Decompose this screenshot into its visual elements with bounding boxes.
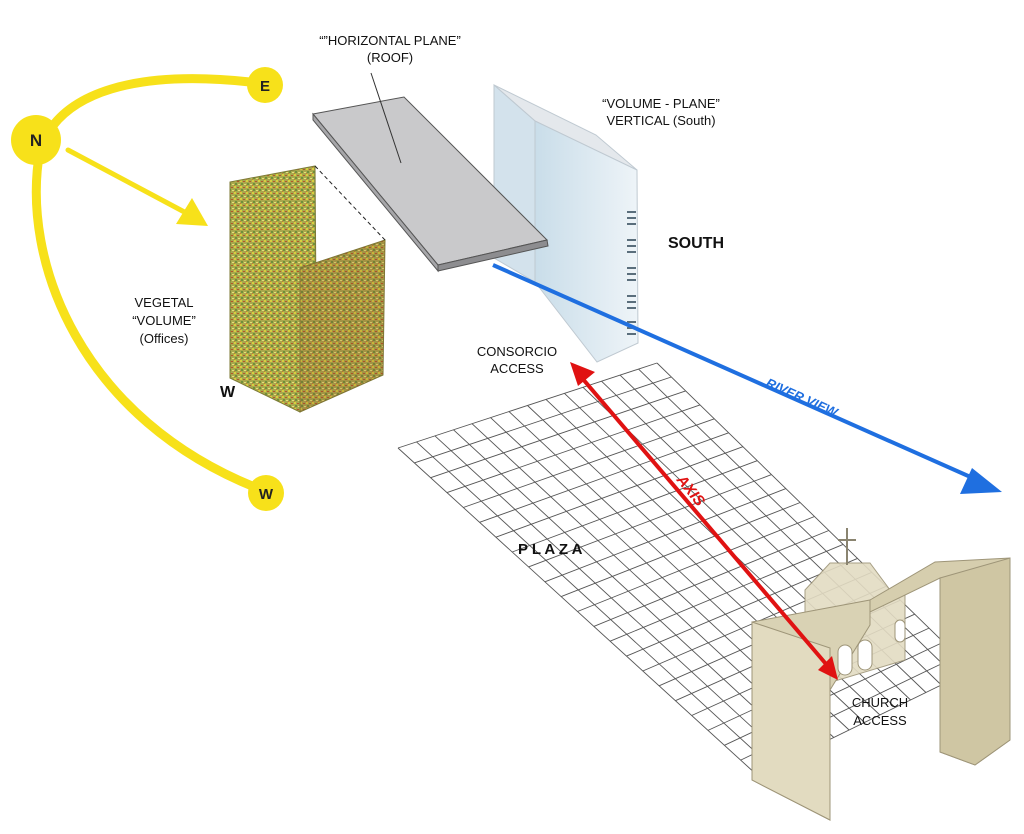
consorcio-label-1: CONSORCIO (477, 344, 557, 359)
church-left-panel (751, 621, 831, 821)
vegetal-label-2: “VOLUME” (132, 313, 196, 328)
plaza-label: P L A Z A (518, 541, 583, 558)
vegetal-right-face (299, 239, 386, 413)
plaza-grid-line (434, 435, 789, 761)
consorcio-label-2: ACCESS (490, 361, 544, 376)
axis-arrow (570, 362, 838, 680)
vegetal-label-1: VEGETAL (134, 295, 193, 310)
plaza-grid-line (656, 362, 973, 671)
volume-plane-subtitle: VERTICAL (South) (606, 113, 715, 128)
east-marker-label: E (260, 78, 270, 95)
sun-ray-line (65, 147, 193, 218)
west-side-label: W (220, 384, 236, 401)
west-marker-label: W (259, 486, 274, 503)
roof-subtitle: (ROOF) (367, 50, 413, 65)
volume-plane-title: “VOLUME - PLANE” (602, 96, 720, 111)
vegetal-label-3: (Offices) (140, 331, 189, 346)
church-label-2: ACCESS (853, 713, 907, 728)
church-arch-2 (857, 639, 873, 671)
plaza-grid-line (397, 447, 758, 776)
church-right-panel (939, 557, 1011, 766)
church (751, 528, 1011, 821)
roof-plane (312, 72, 549, 273)
south-label: SOUTH (668, 235, 724, 252)
river-view-label: RIVER VIEW (764, 375, 842, 421)
cross-icon (838, 528, 856, 565)
church-label-1: CHURCH (852, 695, 908, 710)
plaza-grid-line (416, 441, 773, 768)
church-arch-3 (894, 619, 906, 643)
arrow-head-icon (570, 362, 595, 386)
sun-arc-west (31, 145, 267, 495)
roof-edge-left (312, 112, 439, 273)
sun-path (31, 74, 267, 495)
roof-leader-line (370, 72, 402, 164)
slab-vents (627, 211, 636, 335)
slab-side (534, 120, 639, 363)
vegetal-volume (229, 165, 386, 413)
west-marker-icon: W (248, 475, 284, 511)
arrow-head-icon (818, 656, 838, 680)
church-arch-1 (837, 644, 853, 676)
vegetal-open-edge (314, 165, 386, 241)
north-marker-icon: N (11, 115, 61, 165)
plaza-grid-line (453, 429, 804, 753)
river-view-arrow (492, 263, 1002, 494)
arrow-head-icon (960, 468, 1002, 494)
sun-arc-east (35, 74, 255, 155)
vegetal-shade (300, 240, 385, 412)
north-marker-label: N (30, 131, 42, 150)
roof-title: “”HORIZONTAL PLANE” (319, 33, 461, 48)
arrow-head-icon (176, 198, 208, 226)
east-marker-icon: E (247, 67, 283, 103)
